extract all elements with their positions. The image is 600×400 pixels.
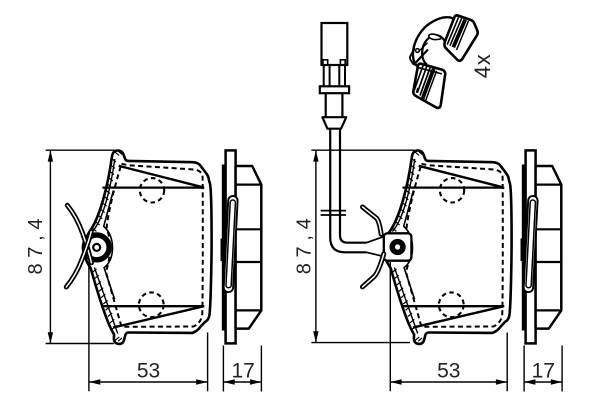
svg-text:17: 17	[532, 359, 555, 382]
svg-text:4x: 4x	[470, 54, 495, 78]
svg-text:17: 17	[232, 359, 255, 382]
svg-text:53: 53	[137, 359, 160, 382]
svg-text:53: 53	[437, 359, 460, 382]
